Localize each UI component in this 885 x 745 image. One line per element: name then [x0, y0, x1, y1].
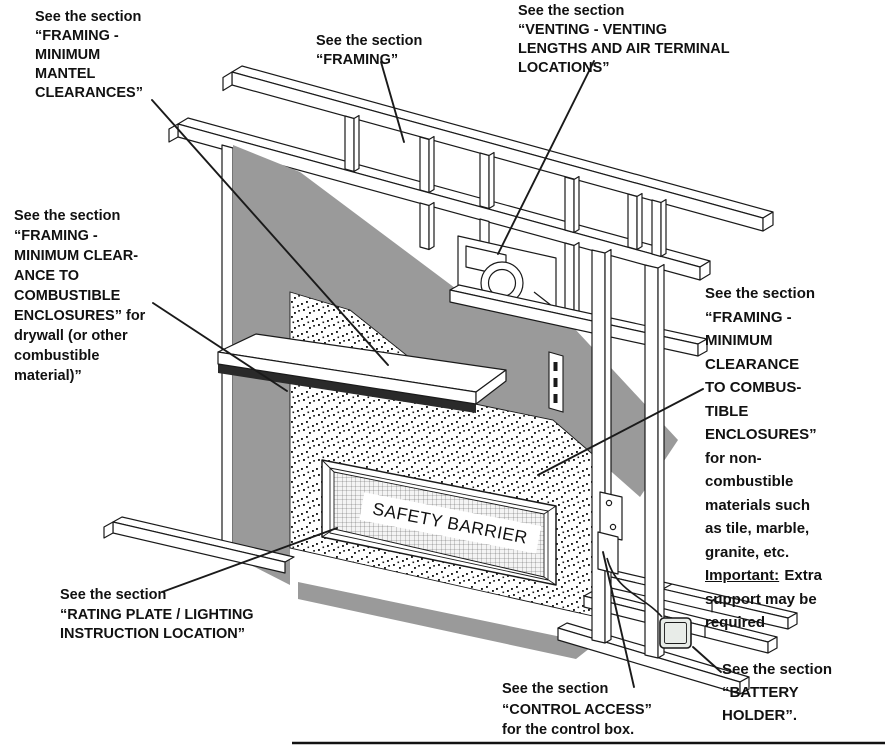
control-plate [599, 491, 623, 541]
safety-barrier: SAFETY BARRIER [321, 459, 557, 586]
control-body [597, 531, 619, 575]
leader-noncombustible [537, 388, 704, 476]
label-combustible-enclosures: See the section “FRAMING - MINIMUM CLEAR… [14, 208, 146, 384]
leader-control-access [602, 551, 635, 688]
wall-framing [168, 65, 774, 549]
battery-wire [606, 557, 663, 618]
leader-framing [380, 61, 405, 143]
label-control-access: See the section “CONTROL ACCESS” for the… [502, 681, 652, 738]
control-box [597, 491, 623, 575]
leader-combustible [152, 302, 288, 392]
label-framing: See the section “FRAMING” [316, 33, 423, 68]
header-rail [449, 284, 708, 357]
leader-lines [151, 60, 722, 688]
left-floor-plate [103, 516, 295, 574]
leader-venting [497, 60, 595, 255]
important-underline: Important: [705, 567, 780, 584]
label-battery-holder: See the section “BATTERY HOLDER”. [722, 661, 833, 724]
nailing-strip [548, 351, 564, 413]
mantel-shelf [217, 333, 507, 413]
cripple-studs [344, 114, 667, 258]
label-venting: See the section “VENTING - VENTING LENGT… [518, 3, 730, 76]
label-mantel-clearances: See the section “FRAMING - MINIMUM MANTE… [35, 9, 143, 101]
label-noncombustible-enclosures: See the section “FRAMING - MINIMUM CLEAR… [705, 285, 822, 631]
important-note-line: Important:Extra [705, 567, 822, 584]
battery-holder [659, 617, 692, 649]
stud-segments [419, 201, 580, 322]
hearth-shadow [298, 582, 595, 659]
top-plate-beam [222, 65, 774, 232]
label-rating-plate: See the section “RATING PLATE / LIGHTING… [60, 587, 254, 642]
leader-mantel [151, 99, 389, 366]
leader-rating-plate [161, 527, 338, 593]
leader-battery [692, 646, 722, 673]
